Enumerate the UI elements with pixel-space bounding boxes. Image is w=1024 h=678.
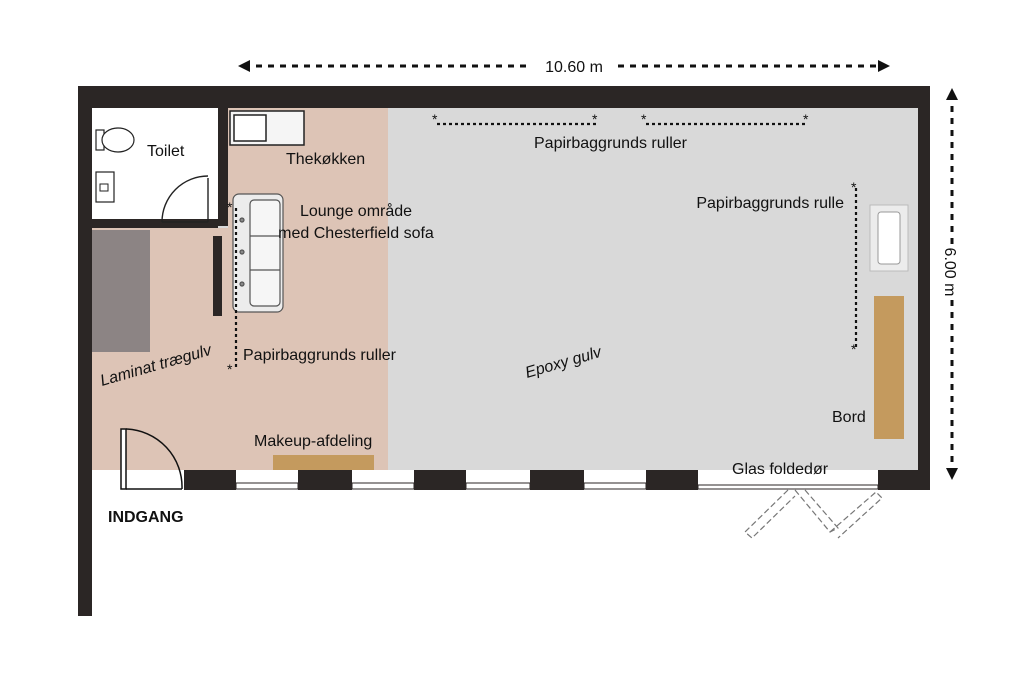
wall-left: [78, 86, 92, 616]
svg-text:*: *: [851, 179, 857, 195]
paper-roll-markers: * * * * * * * *: [227, 111, 857, 377]
glass-folding-door-icon: [744, 489, 883, 539]
window-strips: [235, 482, 879, 490]
svg-text:*: *: [227, 199, 233, 215]
label-paper-roll-right: Papirbaggrunds rulle: [696, 195, 844, 212]
label-paper-rolls-left: Papirbaggrunds ruller: [243, 347, 397, 364]
label-glass-door: Glas foldedør: [732, 461, 829, 478]
table-icon: [874, 296, 904, 439]
svg-text:*: *: [803, 111, 809, 127]
label-makeup: Makeup-afdeling: [254, 433, 372, 450]
label-kitchenette: Thekøkken: [286, 151, 365, 168]
toilet-door-icon: [161, 175, 209, 223]
svg-text:*: *: [432, 111, 438, 127]
label-entrance: INDGANG: [108, 509, 184, 526]
short-wall: [213, 236, 222, 316]
wall-bottom-right: [878, 470, 930, 490]
wall-top: [78, 86, 930, 108]
svg-text:*: *: [641, 111, 647, 127]
wall-right: [918, 86, 930, 490]
height-dimension: 6.00 m: [941, 88, 958, 480]
width-dimension: 10.60 m: [238, 59, 890, 76]
paper-roll-lines: [234, 122, 858, 368]
svg-text:*: *: [851, 341, 857, 357]
label-lounge-line2: med Chesterfield sofa: [278, 225, 434, 242]
entrance-door-icon: [120, 428, 183, 490]
svg-text:*: *: [592, 111, 598, 127]
toilet-wall-right: [218, 108, 228, 226]
label-lounge-line1: Lounge område: [300, 202, 412, 220]
sink-icon: [95, 171, 115, 203]
label-table: Bord: [832, 409, 866, 426]
makeup-counter-icon: [273, 455, 374, 470]
svg-text:*: *: [227, 361, 233, 377]
width-label: 10.60 m: [545, 59, 603, 76]
toilet-wall-bottom: [92, 219, 218, 228]
storage-partition: [92, 230, 150, 352]
sink-right-icon: [869, 204, 909, 272]
label-toilet: Toilet: [147, 143, 185, 160]
label-paper-rolls-top: Papirbaggrunds ruller: [534, 135, 688, 152]
bottom-wall: [184, 470, 879, 490]
sofa-icon: [232, 193, 284, 313]
height-label: 6.00 m: [941, 248, 958, 297]
kitchen-counter-icon: [229, 110, 305, 146]
toilet-bowl-icon: [95, 127, 135, 153]
toilet-floor: [92, 108, 218, 220]
